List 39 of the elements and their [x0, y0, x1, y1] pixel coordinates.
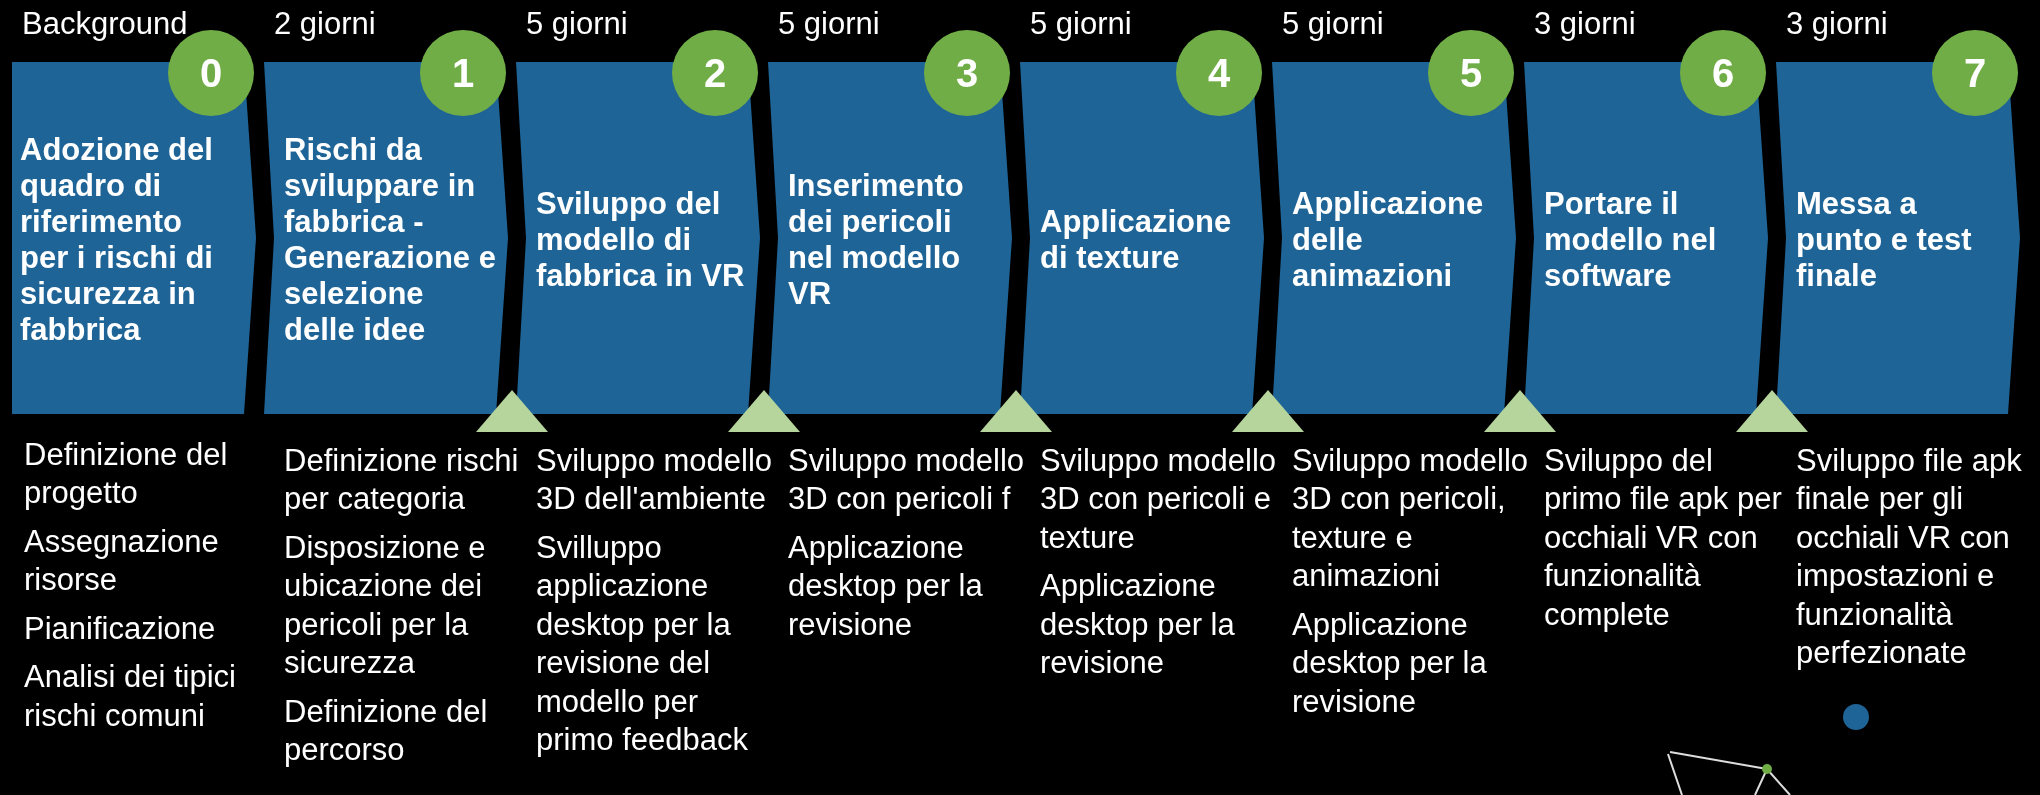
- step-number-circle: 4: [1176, 30, 1262, 116]
- step-title: Adozione del quadro di riferimento per i rischi di sicurezza in fabbrica: [20, 131, 214, 349]
- task-text: Definizione del percorso: [284, 692, 489, 770]
- duration-label: 5 giorni: [1030, 6, 1132, 42]
- duration-label: 5 giorni: [526, 6, 628, 42]
- step-title: Rischi da sviluppare in fabbrica - Generazione e selezione delle idee: [284, 131, 496, 349]
- task-text: Sviluppo modello 3D dell'ambiente: [536, 442, 774, 519]
- task-text: Sviluppo del primo file apk per occhiali VR con funzionalità complete: [1544, 442, 1783, 634]
- task-text: Svilluppo applicazione desktop per la revisione del modello per primo feedback: [536, 528, 749, 760]
- task-text: Sviluppo file apk finale per gli occhiali VR con impostazioni e funzionalità perfezionate: [1796, 442, 2023, 673]
- duration-label: 2 giorni: [274, 6, 376, 42]
- step-title: Portare il modello nel software: [1544, 185, 1718, 295]
- step-number-circle: 1: [420, 30, 506, 116]
- task-text: Sviluppo modello 3D con pericoli e texture: [1040, 442, 1278, 557]
- step-title: Sviluppo del modello di fabbrica in VR: [536, 185, 746, 295]
- step-title: Messa a punto e test finale: [1796, 185, 1973, 295]
- task-text: Pianificazione: [24, 609, 217, 648]
- task-text: Definizione rischi per categoria: [284, 442, 520, 519]
- duration-label: 5 giorni: [778, 6, 880, 42]
- step-title: Inserimento dei pericoli nel modello VR: [788, 167, 965, 313]
- step-title: Applicazione di texture: [1040, 203, 1233, 277]
- step-number-circle: 6: [1680, 30, 1766, 116]
- step-number-circle: 5: [1428, 30, 1514, 116]
- duration-label: 3 giorni: [1534, 6, 1636, 42]
- task-text: Applicazione desktop per la revisione: [788, 528, 984, 644]
- step-title: Applicazione delle animazioni: [1292, 185, 1485, 295]
- step-number-circle: 2: [672, 30, 758, 116]
- task-text: Assegnazione risorse: [24, 522, 220, 600]
- task-text: Disposizione e ubicazione dei pericoli per la sicurezza: [284, 528, 487, 683]
- task-text: Sviluppo modello 3D con pericoli f: [788, 442, 1026, 519]
- task-text: Applicazione desktop per la revisione: [1040, 567, 1236, 683]
- task-text: Analisi dei tipici rischi comuni: [24, 658, 237, 735]
- duration-label: 3 giorni: [1786, 6, 1888, 42]
- task-text: Sviluppo modello 3D con pericoli, texture e animazioni: [1292, 442, 1530, 596]
- duration-label: 5 giorni: [1282, 6, 1384, 42]
- task-text: Applicazione desktop per la revisione: [1292, 605, 1488, 721]
- step-number-circle: 3: [924, 30, 1010, 116]
- task-text: Definizione del progetto: [24, 436, 229, 513]
- step-number-circle: 7: [1932, 30, 2018, 116]
